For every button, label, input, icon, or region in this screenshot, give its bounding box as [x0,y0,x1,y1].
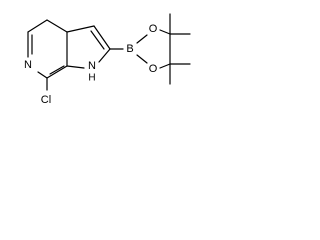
bond-c3a-c3 [66,25,95,33]
bond-c3-c2 [93,25,111,50]
dioxaborolane-ring [109,13,191,85]
oxygen-bottom-label: O [149,63,158,75]
bond-o-bottom-c [159,63,171,69]
pyridine-nitrogen-label: N [24,59,32,71]
bond-b-o-top [136,34,148,44]
bond-c5-c4 [27,19,48,33]
bond-c4-c3a [46,19,68,33]
bond-b-o-bottom [136,54,148,64]
bond-c3-c2-inner [90,30,105,50]
bond-o-top-c [159,29,171,35]
pyrrole-nitrogen-label: N [88,60,96,72]
chlorine-label: Cl [41,94,51,106]
bond-n1-c7a [66,65,85,69]
bond-c7-c7a-inner [49,65,65,75]
pyrrole-ring [66,25,111,69]
boron-label: B [126,43,133,55]
bond-c7-c7a [46,65,68,79]
molecular-structure: N Cl N H B O O [24,13,191,106]
bond-c2-n1 [98,48,111,63]
atom-labels: N Cl N H B O O [24,23,158,106]
pyridine-ring [27,19,68,91]
oxygen-top-label: O [149,23,158,35]
pyrrole-hydrogen-label: H [88,73,95,84]
bond-c7-n6 [37,71,48,79]
